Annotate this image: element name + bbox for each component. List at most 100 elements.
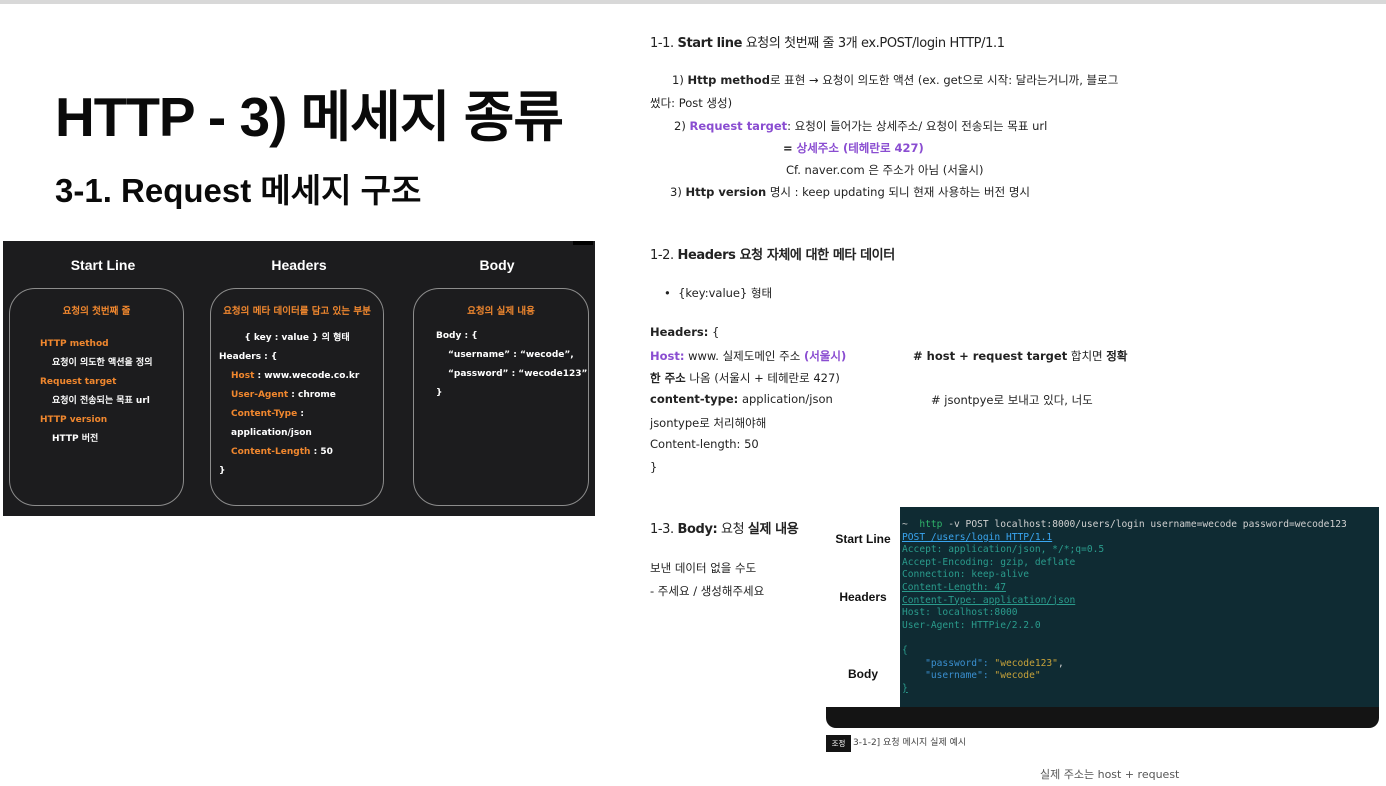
content-type-key: Content-Type: [231, 409, 298, 419]
content-length-value: : 50: [310, 447, 333, 457]
host-paren: (서울시): [803, 349, 847, 363]
section-keyword: Start line: [677, 36, 743, 51]
item-keyword: Http version: [685, 185, 767, 199]
http-method-label: HTTP method: [40, 339, 109, 349]
section-text: 요청: [717, 522, 748, 537]
content-type-key: content-type:: [650, 392, 739, 406]
item-text: : 요청이 들어가는 상세주소/ 요청이 전송되는 목표 url: [787, 119, 1048, 133]
section-number: 1-1.: [650, 36, 678, 51]
http-version-desc: HTTP 버전: [52, 434, 99, 444]
http-method-desc: 요청이 의도한 액션을 정의: [52, 358, 153, 368]
content-type-comment: # jsontpye로 보내고 있다, 너도: [931, 393, 1093, 407]
body-panel-title: 요청의 실제 내용: [467, 306, 535, 317]
start-line-heading: Start Line: [70, 257, 136, 273]
body-close: }: [436, 388, 443, 398]
headers-close: }: [219, 466, 226, 476]
header-connection: Connection: keep-alive: [902, 569, 1030, 581]
request-structure-diagram: Start Line Headers Body 요청의 첫번째 줄 HTTP m…: [3, 241, 595, 516]
body-note-1: 보낸 데이터 없을 수도: [650, 561, 757, 575]
user-agent-key: User-Agent: [231, 390, 289, 400]
header-accept: Accept: application/json, */*;q=0.5: [902, 544, 1105, 556]
command-args: -v POST localhost:8000/users/login usern…: [942, 519, 1347, 530]
section-body-heading: 1-3. Body: 요청 실제 내용: [650, 518, 799, 537]
item-text: 명시 : keep updating 되니 현재 사용하는 버전 명시: [766, 185, 1030, 199]
terminal-label-body: Body: [848, 667, 878, 681]
item-number: 1): [672, 73, 688, 87]
content-type-value: application/json: [738, 392, 833, 406]
user-agent-value: : chrome: [288, 390, 336, 400]
host-key: Host:: [650, 349, 685, 363]
terminal-screenshot: Start Line Headers Body ~ http -v POST l…: [826, 507, 1379, 728]
caption-badge[interactable]: 조정: [826, 735, 851, 752]
headers-heading: Headers: [271, 257, 327, 273]
item-keyword: Http method: [687, 73, 770, 87]
header-content-type: Content-Type: application/json: [902, 594, 1076, 606]
body-password-line: “password” : “wecode123”: [448, 369, 588, 379]
section-keyword: Body:: [677, 522, 718, 537]
brace-open: {: [708, 325, 720, 339]
host-value: : www.wecode.co.kr: [254, 371, 360, 381]
body-heading: Body: [479, 257, 515, 273]
terminal-label-start-line: Start Line: [835, 532, 891, 546]
body-close-brace: }: [902, 682, 908, 694]
start-line-panel-title: 요청의 첫번째 줄: [62, 306, 131, 317]
header-user-agent: User-Agent: HTTPie/2.2.0: [902, 619, 1041, 631]
request-line: POST /users/login HTTP/1.1: [902, 531, 1053, 543]
note-http-method-wrap: 썼다: Post 생성): [650, 96, 733, 110]
headers-keyword: Headers:: [650, 325, 709, 339]
username-key: "username":: [902, 670, 995, 682]
content-length-line: Content-length: 50: [650, 437, 759, 451]
host-value: www. 실제도메인 주소: [684, 349, 804, 363]
headers-format: { key : value } 의 형태: [244, 333, 350, 343]
password-value: "wecode123": [994, 657, 1058, 669]
start-line-panel: 요청의 첫번째 줄 HTTP method 요청이 의도한 액션을 정의 Req…: [9, 288, 184, 506]
note-http-method: 1) Http method로 표현 → 요청이 의도한 액션 (ex. get…: [672, 72, 1118, 88]
terminal-output: ~ http -v POST localhost:8000/users/logi…: [900, 507, 1379, 707]
terminal-labels: Start Line Headers Body: [826, 507, 900, 707]
host-wrap-line: 한 주소 나옴 (서울시 + 테헤란로 427): [650, 370, 840, 386]
image-caption: 3-1-2] 요청 메시지 실제 예시: [853, 738, 967, 748]
content-type-wrap: jsontype로 처리해야해: [650, 416, 767, 430]
note-cf: Cf. naver.com 은 주소가 아님 (서울시): [786, 163, 984, 177]
body-panel: 요청의 실제 내용 Body : { “username” : “wecode”…: [413, 288, 589, 506]
top-border: [0, 0, 1386, 4]
password-key: "password":: [902, 657, 995, 669]
header-content-length: Content-Length: 47: [902, 581, 1006, 593]
comment-text: 합치면: [1067, 349, 1107, 363]
section-headers-heading: 1-2. Headers 요청 자체에 대한 메타 데이터: [650, 244, 895, 263]
http-version-label: HTTP version: [40, 415, 108, 425]
section-start-line-heading: 1-1. Start line 요청의 첫번째 줄 3개 ex.POST/log…: [650, 32, 1005, 51]
comment-end: 정확: [1106, 349, 1128, 363]
page-subtitle: 3-1. Request 메세지 구조: [55, 172, 422, 209]
body-open-brace: {: [902, 644, 908, 656]
comment-hash: #: [913, 349, 927, 363]
bullet-item: • {key:value} 형태: [664, 285, 772, 301]
content-type-value: : application/json: [231, 409, 312, 438]
body-username-line: "username": "wecode": [902, 670, 1379, 683]
content-length-key: Content-Length: [231, 447, 311, 457]
note-request-target: 2) Request target: 요청이 들어가는 상세주소/ 요청이 전송…: [674, 118, 1047, 134]
terminal-label-headers: Headers: [839, 590, 887, 604]
username-value: "wecode": [994, 670, 1041, 682]
host-key: Host: [231, 371, 255, 381]
item-number: 3): [670, 185, 686, 199]
content-type-line: content-type: application/json: [650, 392, 833, 406]
wrap-bold: 한 주소: [650, 371, 686, 385]
headers-panel: 요청의 메타 데이터를 담고 있는 부분 { key : value } 의 형…: [210, 288, 384, 506]
request-target-desc: 요청이 전송되는 목표 url: [52, 396, 150, 406]
command-keyword: http: [919, 519, 943, 530]
item-text: 로 표현 → 요청이 의도한 액션 (ex. get으로 시작: 달라는거니까,…: [769, 73, 1119, 87]
detail-address: 상세주소 (테헤란로 427): [796, 141, 924, 155]
bullet-dot: •: [664, 286, 679, 300]
prompt-symbol: ~: [902, 519, 908, 530]
item-number: 2): [674, 119, 690, 133]
section-number: 1-3.: [650, 522, 678, 537]
host-line: Host: www. 실제도메인 주소 (서울시): [650, 348, 846, 364]
headers-open: Headers : {: [219, 352, 278, 362]
section-number: 1-2.: [650, 248, 678, 263]
page-title: HTTP - 3) 메세지 종류: [55, 86, 564, 148]
body-open: Body : {: [436, 331, 478, 341]
section-keyword: Headers 요청 자체에 대한 메타 데이터: [677, 248, 896, 263]
wrap-text: 나옴 (서울시 + 테헤란로 427): [685, 371, 840, 385]
request-target-label: Request target: [40, 377, 117, 387]
